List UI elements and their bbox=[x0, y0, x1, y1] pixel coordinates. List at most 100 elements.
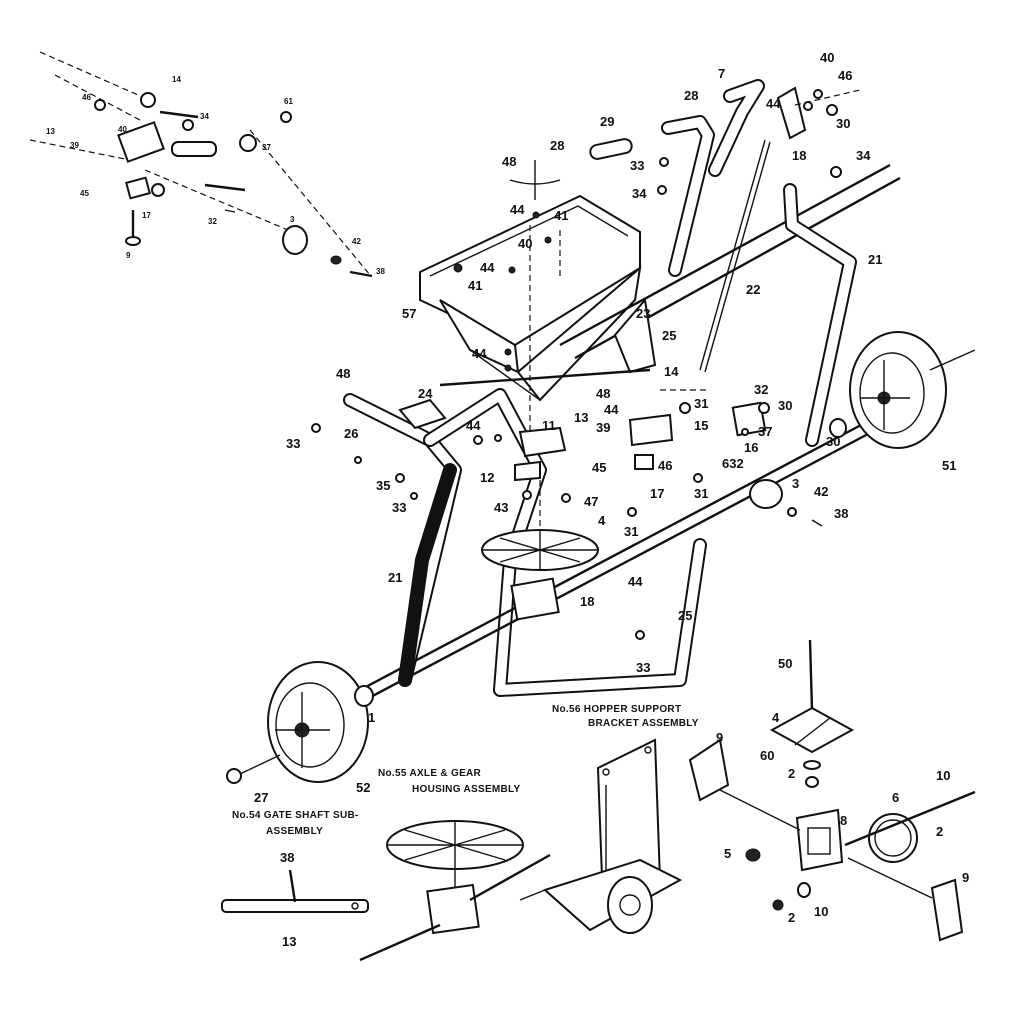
callout-13: 13 bbox=[574, 410, 588, 425]
callout-23: 23 bbox=[636, 306, 650, 321]
callout-51: 51 bbox=[942, 458, 956, 473]
callout-632: 632 bbox=[722, 456, 744, 471]
callout-21b: 21 bbox=[388, 570, 402, 585]
callout-48b: 48 bbox=[596, 386, 610, 401]
callout-42-small: 42 bbox=[352, 237, 361, 246]
caption-gate-shaft-1: No.54 GATE SHAFT SUB- bbox=[232, 810, 359, 821]
callout-16: 16 bbox=[744, 440, 758, 455]
callout-7: 7 bbox=[718, 66, 725, 81]
callout-10b: 10 bbox=[936, 768, 950, 783]
callout-22: 22 bbox=[746, 282, 760, 297]
callout-46b: 46 bbox=[658, 458, 672, 473]
caption-gate-shaft-2: ASSEMBLY bbox=[266, 826, 323, 837]
callout-61-small: 61 bbox=[284, 97, 293, 106]
callout-32-small: 32 bbox=[208, 217, 217, 226]
callout-14: 14 bbox=[664, 364, 679, 379]
callout-48c: 48 bbox=[336, 366, 350, 381]
callout-44e: 44 bbox=[466, 418, 481, 433]
callout-17: 17 bbox=[650, 486, 664, 501]
callout-42: 42 bbox=[814, 484, 828, 499]
caption-hopper-support-2: BRACKET ASSEMBLY bbox=[588, 718, 699, 729]
callout-14-small: 14 bbox=[172, 75, 181, 84]
callout-9: 9 bbox=[716, 730, 723, 745]
callout-45-small: 45 bbox=[80, 189, 89, 198]
frame-tubes bbox=[343, 79, 901, 702]
callout-11: 11 bbox=[542, 418, 556, 433]
callout-44c: 44 bbox=[480, 260, 495, 275]
gearbox-exploded bbox=[688, 639, 976, 942]
callout-labels: 1 2 2 2 3 4 4 5 6 7 8 9 9 10 11 12 13 13… bbox=[46, 50, 969, 949]
axle-gear-housing-assembly bbox=[359, 820, 551, 962]
callout-47: 47 bbox=[584, 494, 598, 509]
callout-6: 6 bbox=[892, 790, 899, 805]
callout-34: 34 bbox=[856, 148, 871, 163]
caption-axle-gear-2: HOUSING ASSEMBLY bbox=[412, 784, 521, 795]
callout-8: 8 bbox=[840, 813, 847, 828]
callout-44b: 44 bbox=[510, 202, 525, 217]
callout-33b: 33 bbox=[392, 500, 406, 515]
callout-35: 35 bbox=[376, 478, 390, 493]
callout-27: 27 bbox=[254, 790, 268, 805]
callout-18b: 18 bbox=[792, 148, 806, 163]
callout-39-small: 39 bbox=[70, 141, 79, 150]
callout-18: 18 bbox=[580, 594, 594, 609]
caption-hopper-support-1: No.56 HOPPER SUPPORT bbox=[552, 704, 681, 715]
callout-31b: 31 bbox=[694, 486, 708, 501]
callout-28b: 28 bbox=[684, 88, 698, 103]
callout-45: 45 bbox=[592, 460, 606, 475]
callout-33d: 33 bbox=[630, 158, 644, 173]
callout-57: 57 bbox=[402, 306, 416, 321]
callout-12: 12 bbox=[480, 470, 494, 485]
callout-3-small: 3 bbox=[290, 215, 295, 224]
wheel-left bbox=[226, 661, 374, 784]
caption-axle-gear-1: No.55 AXLE & GEAR bbox=[378, 768, 482, 779]
callout-2: 2 bbox=[788, 766, 795, 781]
callout-46-small: 46 bbox=[82, 93, 91, 102]
wheel-right bbox=[829, 331, 976, 449]
callout-2c: 2 bbox=[788, 910, 795, 925]
assembly-captions: No.56 HOPPER SUPPORT BRACKET ASSEMBLY No… bbox=[232, 704, 699, 837]
callout-10: 10 bbox=[814, 904, 828, 919]
hardware bbox=[311, 86, 861, 640]
callout-9-small: 9 bbox=[126, 251, 131, 260]
callout-4: 4 bbox=[598, 513, 606, 528]
callout-26: 26 bbox=[344, 426, 358, 441]
callout-41b: 41 bbox=[468, 278, 482, 293]
callout-48: 48 bbox=[502, 154, 516, 169]
callout-50: 50 bbox=[778, 656, 792, 671]
callout-38b: 38 bbox=[280, 850, 294, 865]
gate-shaft-subassembly bbox=[221, 869, 369, 913]
callout-52: 52 bbox=[356, 780, 370, 795]
callout-25: 25 bbox=[662, 328, 676, 343]
callout-38: 38 bbox=[834, 506, 848, 521]
callout-60: 60 bbox=[760, 748, 774, 763]
callout-29: 29 bbox=[600, 114, 614, 129]
callout-39: 39 bbox=[596, 420, 610, 435]
callout-41: 41 bbox=[554, 208, 568, 223]
callout-28: 28 bbox=[550, 138, 564, 153]
callout-21: 21 bbox=[868, 252, 882, 267]
callout-34b: 34 bbox=[632, 186, 647, 201]
callout-44d: 44 bbox=[472, 346, 487, 361]
callout-40: 40 bbox=[820, 50, 834, 65]
callout-25b: 25 bbox=[678, 608, 692, 623]
callout-43: 43 bbox=[494, 500, 508, 515]
hopper-support-bracket-assembly bbox=[519, 738, 683, 934]
callout-30b: 30 bbox=[778, 398, 792, 413]
callout-32: 32 bbox=[754, 382, 768, 397]
callout-40-small: 40 bbox=[118, 125, 127, 134]
callout-40b: 40 bbox=[518, 236, 532, 251]
callout-3: 3 bbox=[792, 476, 799, 491]
callout-17-small: 17 bbox=[142, 211, 151, 220]
callout-31c: 31 bbox=[624, 524, 638, 539]
callout-38-small: 38 bbox=[376, 267, 385, 276]
callout-13b: 13 bbox=[282, 934, 296, 949]
callout-37-small: 37 bbox=[262, 143, 271, 152]
callout-33c: 33 bbox=[636, 660, 650, 675]
callout-13-small: 13 bbox=[46, 127, 55, 136]
callout-15: 15 bbox=[694, 418, 708, 433]
callout-31: 31 bbox=[694, 396, 708, 411]
callout-30c: 30 bbox=[826, 434, 840, 449]
callout-4b: 4 bbox=[772, 710, 780, 725]
